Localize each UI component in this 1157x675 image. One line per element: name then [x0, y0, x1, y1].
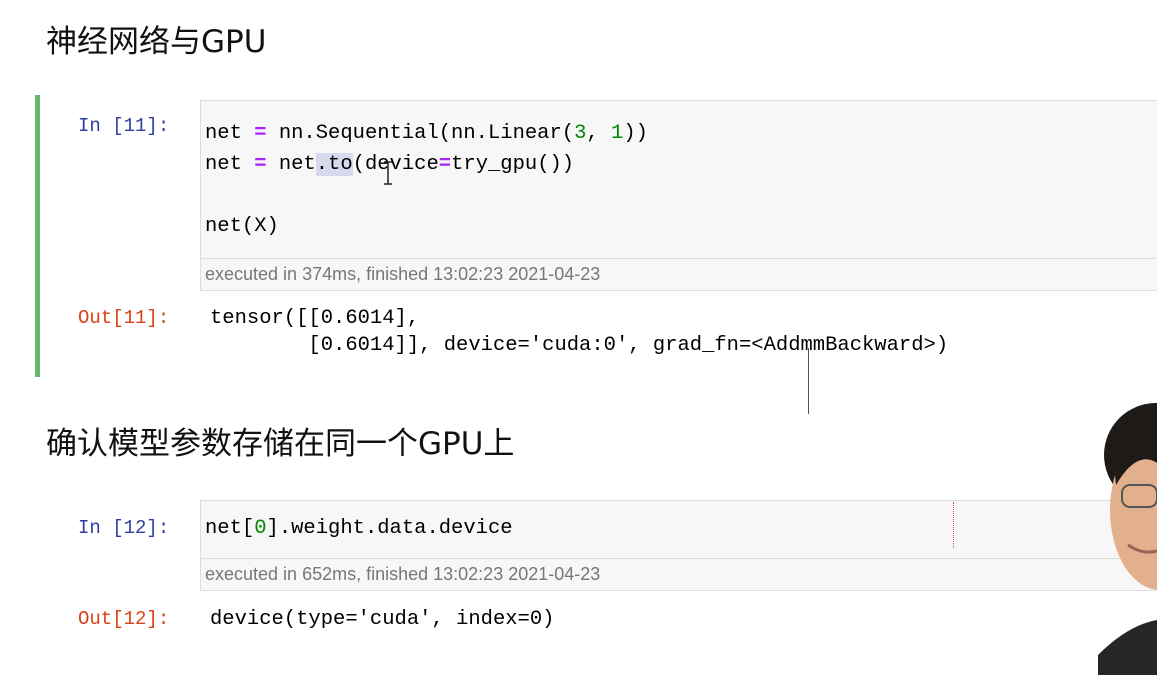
vertical-guide-line: [808, 348, 809, 414]
code-input-area[interactable]: net = nn.Sequential(nn.Linear(3, 1)) net…: [200, 100, 1157, 291]
output-prompt: Out[11]:: [78, 307, 170, 329]
line-length-ruler: [953, 502, 954, 548]
section-heading-neural-network-gpu: 神经网络与GPU: [46, 24, 267, 60]
input-prompt: In [11]:: [78, 115, 170, 137]
output-line-1: device(type='cuda', index=0): [210, 608, 555, 631]
code-line-1: net = nn.Sequential(nn.Linear(3, 1)): [205, 122, 648, 145]
output-line-2: [0.6014]], device='cuda:0', grad_fn=<Add…: [210, 334, 949, 357]
notebook-cell-12[interactable]: In [12]: net[0].weight.data.device execu…: [40, 500, 1157, 640]
section-heading-confirm-gpu: 确认模型参数存储在同一个GPU上: [46, 426, 515, 462]
selected-text-highlight: .to: [315, 153, 353, 176]
code-input-area[interactable]: net[0].weight.data.device executed in 65…: [200, 500, 1157, 591]
notebook-cell-11[interactable]: In [11]: net = nn.Sequential(nn.Linear(3…: [35, 95, 1157, 377]
presenter-webcam: [1098, 385, 1157, 675]
execution-info: executed in 652ms, finished 13:02:23 202…: [201, 558, 1156, 590]
output-line-1: tensor([[0.6014],: [210, 307, 420, 330]
code-line-4: net(X): [205, 215, 279, 238]
output-prompt: Out[12]:: [78, 608, 170, 630]
code-line-1: net[0].weight.data.device: [205, 517, 513, 540]
text-cursor-icon: [384, 161, 392, 185]
input-prompt: In [12]:: [78, 517, 170, 539]
execution-info: executed in 374ms, finished 13:02:23 202…: [201, 258, 1157, 290]
code-line-2: net = net.to(device=try_gpu()): [205, 153, 575, 176]
